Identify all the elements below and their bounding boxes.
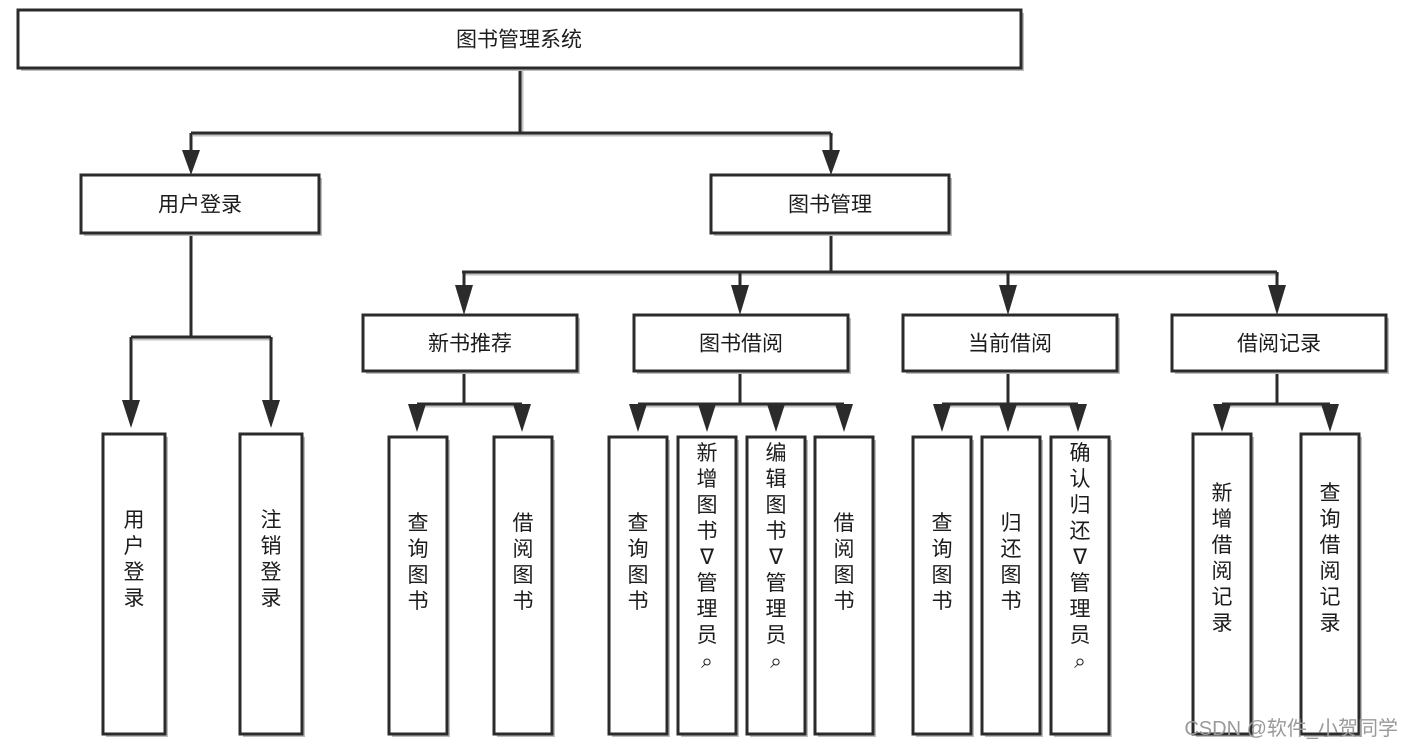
- arrowhead-leaf-edit-book: [767, 404, 785, 432]
- arrowhead-leaf-query-book-1: [408, 404, 426, 432]
- arrowhead-leaf-confirm-return: [1069, 404, 1087, 432]
- arrowhead-user-login: [182, 150, 200, 175]
- node-book-manage-label: 图书管理: [788, 194, 872, 217]
- leaf-node-return-book[interactable]: 归还图书: [980, 435, 1043, 737]
- arrowhead-leaf-query-record: [1321, 404, 1339, 432]
- leaf-node-logout[interactable]: 注销登录: [238, 432, 305, 737]
- node-current-borrow-box[interactable]: [901, 313, 1119, 373]
- connector-layer: [122, 69, 1339, 432]
- node-borrow-record-box[interactable]: [1170, 313, 1388, 373]
- node-root[interactable]: 图书管理系统: [16, 8, 1024, 71]
- node-borrow-record-label: 借阅记录: [1237, 333, 1321, 356]
- arrowhead-leaf-logout: [262, 400, 280, 428]
- leaf-node-user-login[interactable]: 用户登录: [101, 432, 168, 737]
- leaf-borrow-book-1-box[interactable]: [492, 435, 554, 736]
- node-new-book-recommend[interactable]: 新书推荐: [361, 313, 580, 374]
- leaf-borrow-book-2-box[interactable]: [813, 435, 875, 736]
- node-root-box[interactable]: [16, 8, 1023, 70]
- leaf-node-query-record[interactable]: 查询借阅记录: [1299, 432, 1362, 737]
- leaf-add-record-box[interactable]: [1191, 432, 1253, 736]
- leaf-confirm-return-box[interactable]: [1049, 435, 1111, 736]
- arrowhead-book-borrow: [731, 285, 749, 315]
- leaf-return-book-box[interactable]: [980, 435, 1042, 736]
- node-book-borrow-box[interactable]: [632, 313, 850, 373]
- leaf-query-record-label: 查询借阅记录: [1320, 482, 1341, 635]
- arrowhead-leaf-query-book-3: [933, 404, 951, 432]
- leaf-query-book-1-label: 查询图书: [408, 512, 429, 613]
- leaf-user-login-box[interactable]: [101, 432, 167, 736]
- node-user-login-label: 用户登录: [158, 194, 242, 217]
- node-new-book-recommend-box[interactable]: [361, 313, 579, 373]
- node-user-login-box[interactable]: [79, 173, 321, 235]
- leaf-node-query-book-2[interactable]: 查询图书: [607, 435, 670, 737]
- arrowhead-borrow-record: [1268, 285, 1286, 315]
- arrowhead-leaf-add-record: [1213, 404, 1231, 432]
- leaf-query-record-box[interactable]: [1299, 432, 1361, 736]
- arrowhead-leaf-query-book-2: [629, 404, 647, 432]
- node-book-borrow-label: 图书借阅: [699, 333, 783, 356]
- arrowhead-new-book: [455, 285, 473, 315]
- node-user-login[interactable]: 用户登录: [79, 173, 322, 236]
- leaf-user-login-label: 用户登录: [124, 509, 145, 610]
- leaf-node-add-record[interactable]: 新增借阅记录: [1191, 432, 1254, 737]
- leaf-logout-label: 注销登录: [261, 509, 282, 610]
- leaf-logout-box[interactable]: [238, 432, 304, 736]
- node-book-borrow[interactable]: 图书借阅: [632, 313, 851, 374]
- leaf-node-query-book-3[interactable]: 查询图书: [911, 435, 974, 737]
- arrowhead-leaf-user-login: [122, 400, 140, 428]
- node-current-borrow-label: 当前借阅: [968, 333, 1052, 356]
- node-book-manage[interactable]: 图书管理: [709, 173, 952, 236]
- leaf-add-book-box[interactable]: [676, 435, 738, 736]
- leaf-edit-book-box[interactable]: [745, 435, 807, 736]
- leaf-node-query-book-1[interactable]: 查询图书: [387, 435, 450, 737]
- leaf-return-book-label: 归还图书: [1001, 512, 1022, 613]
- node-borrow-record[interactable]: 借阅记录: [1170, 313, 1389, 374]
- leaf-query-book-3-label: 查询图书: [932, 512, 953, 613]
- arrowhead-leaf-borrow-book-2: [835, 404, 853, 432]
- leaf-query-book-3-box[interactable]: [911, 435, 973, 736]
- leaf-query-book-2-label: 查询图书: [628, 512, 649, 613]
- arrowhead-leaf-borrow-book-1: [513, 404, 531, 432]
- leaf-node-borrow-book-2[interactable]: 借阅图书: [813, 435, 876, 737]
- leaf-borrow-book-2-label: 借阅图书: [834, 512, 855, 613]
- node-book-manage-box[interactable]: [709, 173, 951, 235]
- leaf-query-book-1-box[interactable]: [387, 435, 449, 736]
- arrowhead-leaf-return-book: [999, 404, 1017, 432]
- leaf-borrow-book-1-label: 借阅图书: [513, 512, 534, 613]
- leaf-query-book-2-box[interactable]: [607, 435, 669, 736]
- arrowhead-current-borrow: [999, 285, 1017, 315]
- node-current-borrow[interactable]: 当前借阅: [901, 313, 1120, 374]
- leaf-add-record-label: 新增借阅记录: [1212, 482, 1233, 635]
- node-new-book-recommend-label: 新书推荐: [428, 333, 512, 356]
- leaf-node-borrow-book-1[interactable]: 借阅图书: [492, 435, 555, 737]
- arrowhead-book-manage: [822, 150, 840, 175]
- csdn-watermark: CSDN @软件_小贺同学: [1184, 717, 1398, 740]
- node-root-label: 图书管理系统: [456, 29, 582, 52]
- arrowhead-leaf-add-book: [698, 404, 716, 432]
